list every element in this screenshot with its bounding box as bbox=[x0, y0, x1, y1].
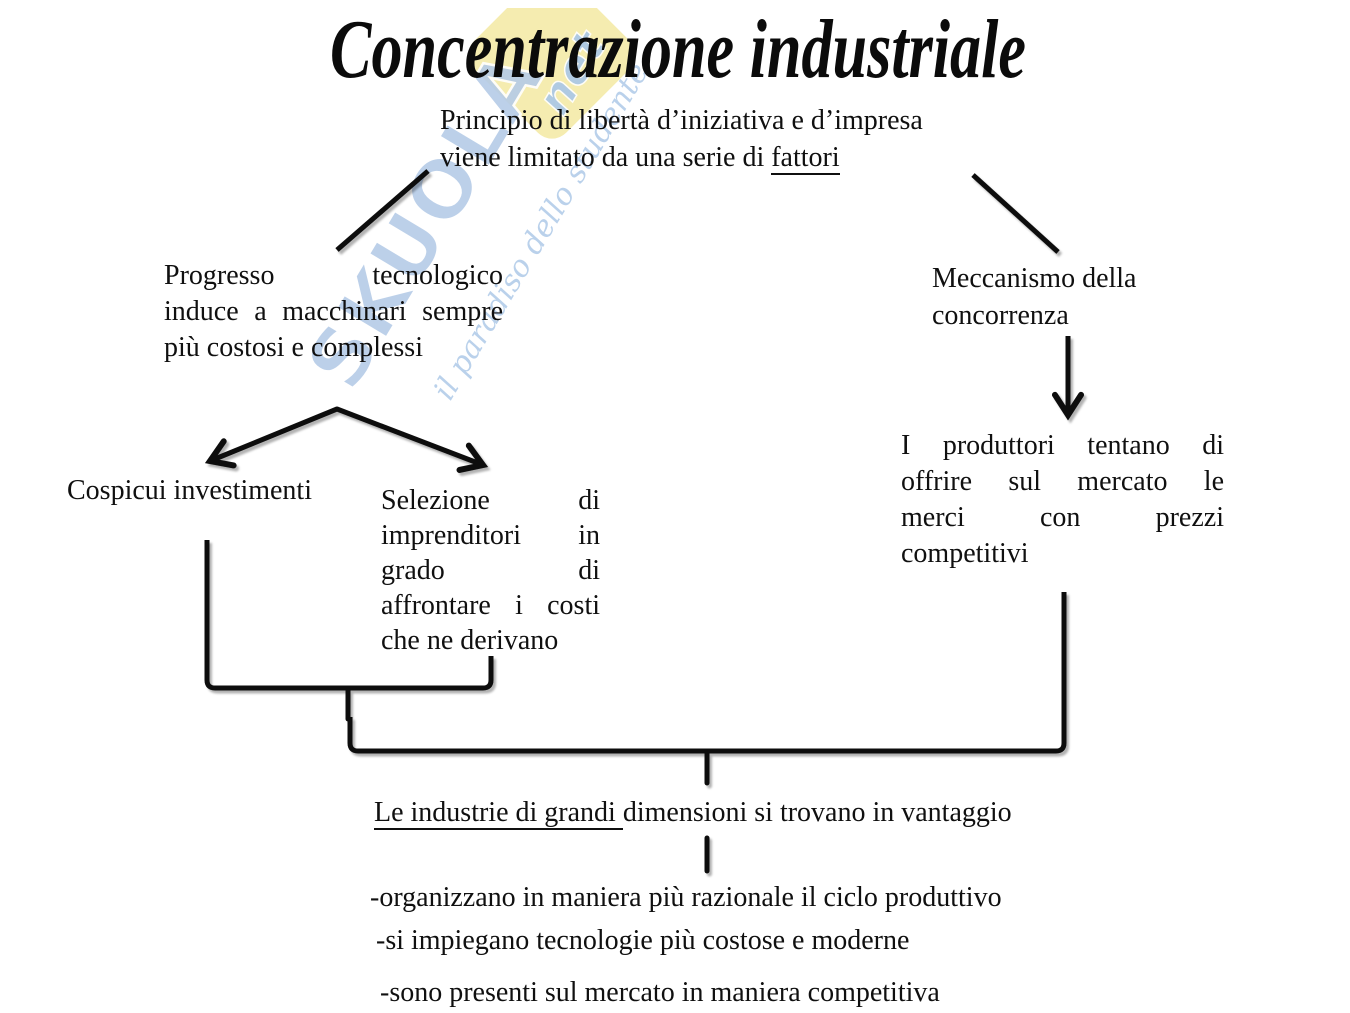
node-selezione-imprenditori: Selezione di imprenditori in grado di af… bbox=[381, 483, 600, 658]
progresso-line: più costosi e complessi bbox=[164, 332, 423, 363]
selezione-line: Selezione di bbox=[381, 485, 600, 516]
node-progresso-tecnologico: Progresso tecnologico induce a macchinar… bbox=[164, 258, 503, 366]
node-meccanismo-concorrenza: Meccanismo della concorrenza bbox=[932, 260, 1172, 334]
subtitle: Principio di libertà d’iniziativa e d’im… bbox=[440, 102, 923, 176]
vantaggio-rest: dimensioni si trovano in vantaggio bbox=[622, 797, 1012, 828]
selezione-line: imprenditori in bbox=[381, 520, 600, 551]
bullet-item: -si impiegano tecnologie più costose e m… bbox=[376, 925, 910, 956]
node-vantaggio: Le industrie di grandi dimensioni si tro… bbox=[374, 795, 1012, 831]
subtitle-line2: viene limitato da una serie di fattori bbox=[440, 139, 923, 176]
progresso-line: Progresso tecnologico bbox=[164, 260, 503, 291]
produttori-line: offrire sul mercato le bbox=[901, 466, 1224, 497]
meccanismo-line: concorrenza bbox=[932, 300, 1069, 331]
bullet-item: -sono presenti sul mercato in maniera co… bbox=[380, 977, 940, 1008]
vantaggio-underlined: Le industrie di grandi bbox=[374, 797, 623, 830]
line-fattori-to-progresso bbox=[335, 169, 430, 252]
connector-lines bbox=[204, 169, 1085, 874]
selezione-line: affrontare i costi bbox=[381, 590, 600, 621]
watermark-yellow-diamond bbox=[468, 8, 636, 139]
subtitle-fattori-underlined: fattori bbox=[771, 142, 840, 175]
selezione-line: che ne derivano bbox=[381, 625, 559, 656]
node-produttori-prezzi: I produttori tentano di offrire sul merc… bbox=[901, 428, 1224, 572]
produttori-line: merci con prezzi bbox=[901, 502, 1224, 533]
produttori-line: I produttori tentano di bbox=[901, 430, 1224, 461]
produttori-line: competitivi bbox=[901, 538, 1029, 569]
split-arrows-progresso bbox=[204, 406, 489, 473]
bullet-item: -organizzano in maniera più razionale il… bbox=[370, 882, 1002, 913]
subtitle-line2-prefix: viene limitato da una serie di bbox=[440, 142, 772, 173]
line-fattori-to-meccanismo bbox=[971, 173, 1060, 254]
page-title: Concentrazione industriale bbox=[330, 3, 1026, 96]
selezione-line: grado di bbox=[381, 555, 600, 586]
subtitle-line1: Principio di libertà d’iniziativa e d’im… bbox=[440, 105, 923, 136]
node-cospicui-investimenti: Cospicui investimenti bbox=[67, 475, 312, 506]
progresso-line: induce a macchinari sempre bbox=[164, 296, 503, 327]
meccanismo-line: Meccanismo della bbox=[932, 263, 1137, 294]
